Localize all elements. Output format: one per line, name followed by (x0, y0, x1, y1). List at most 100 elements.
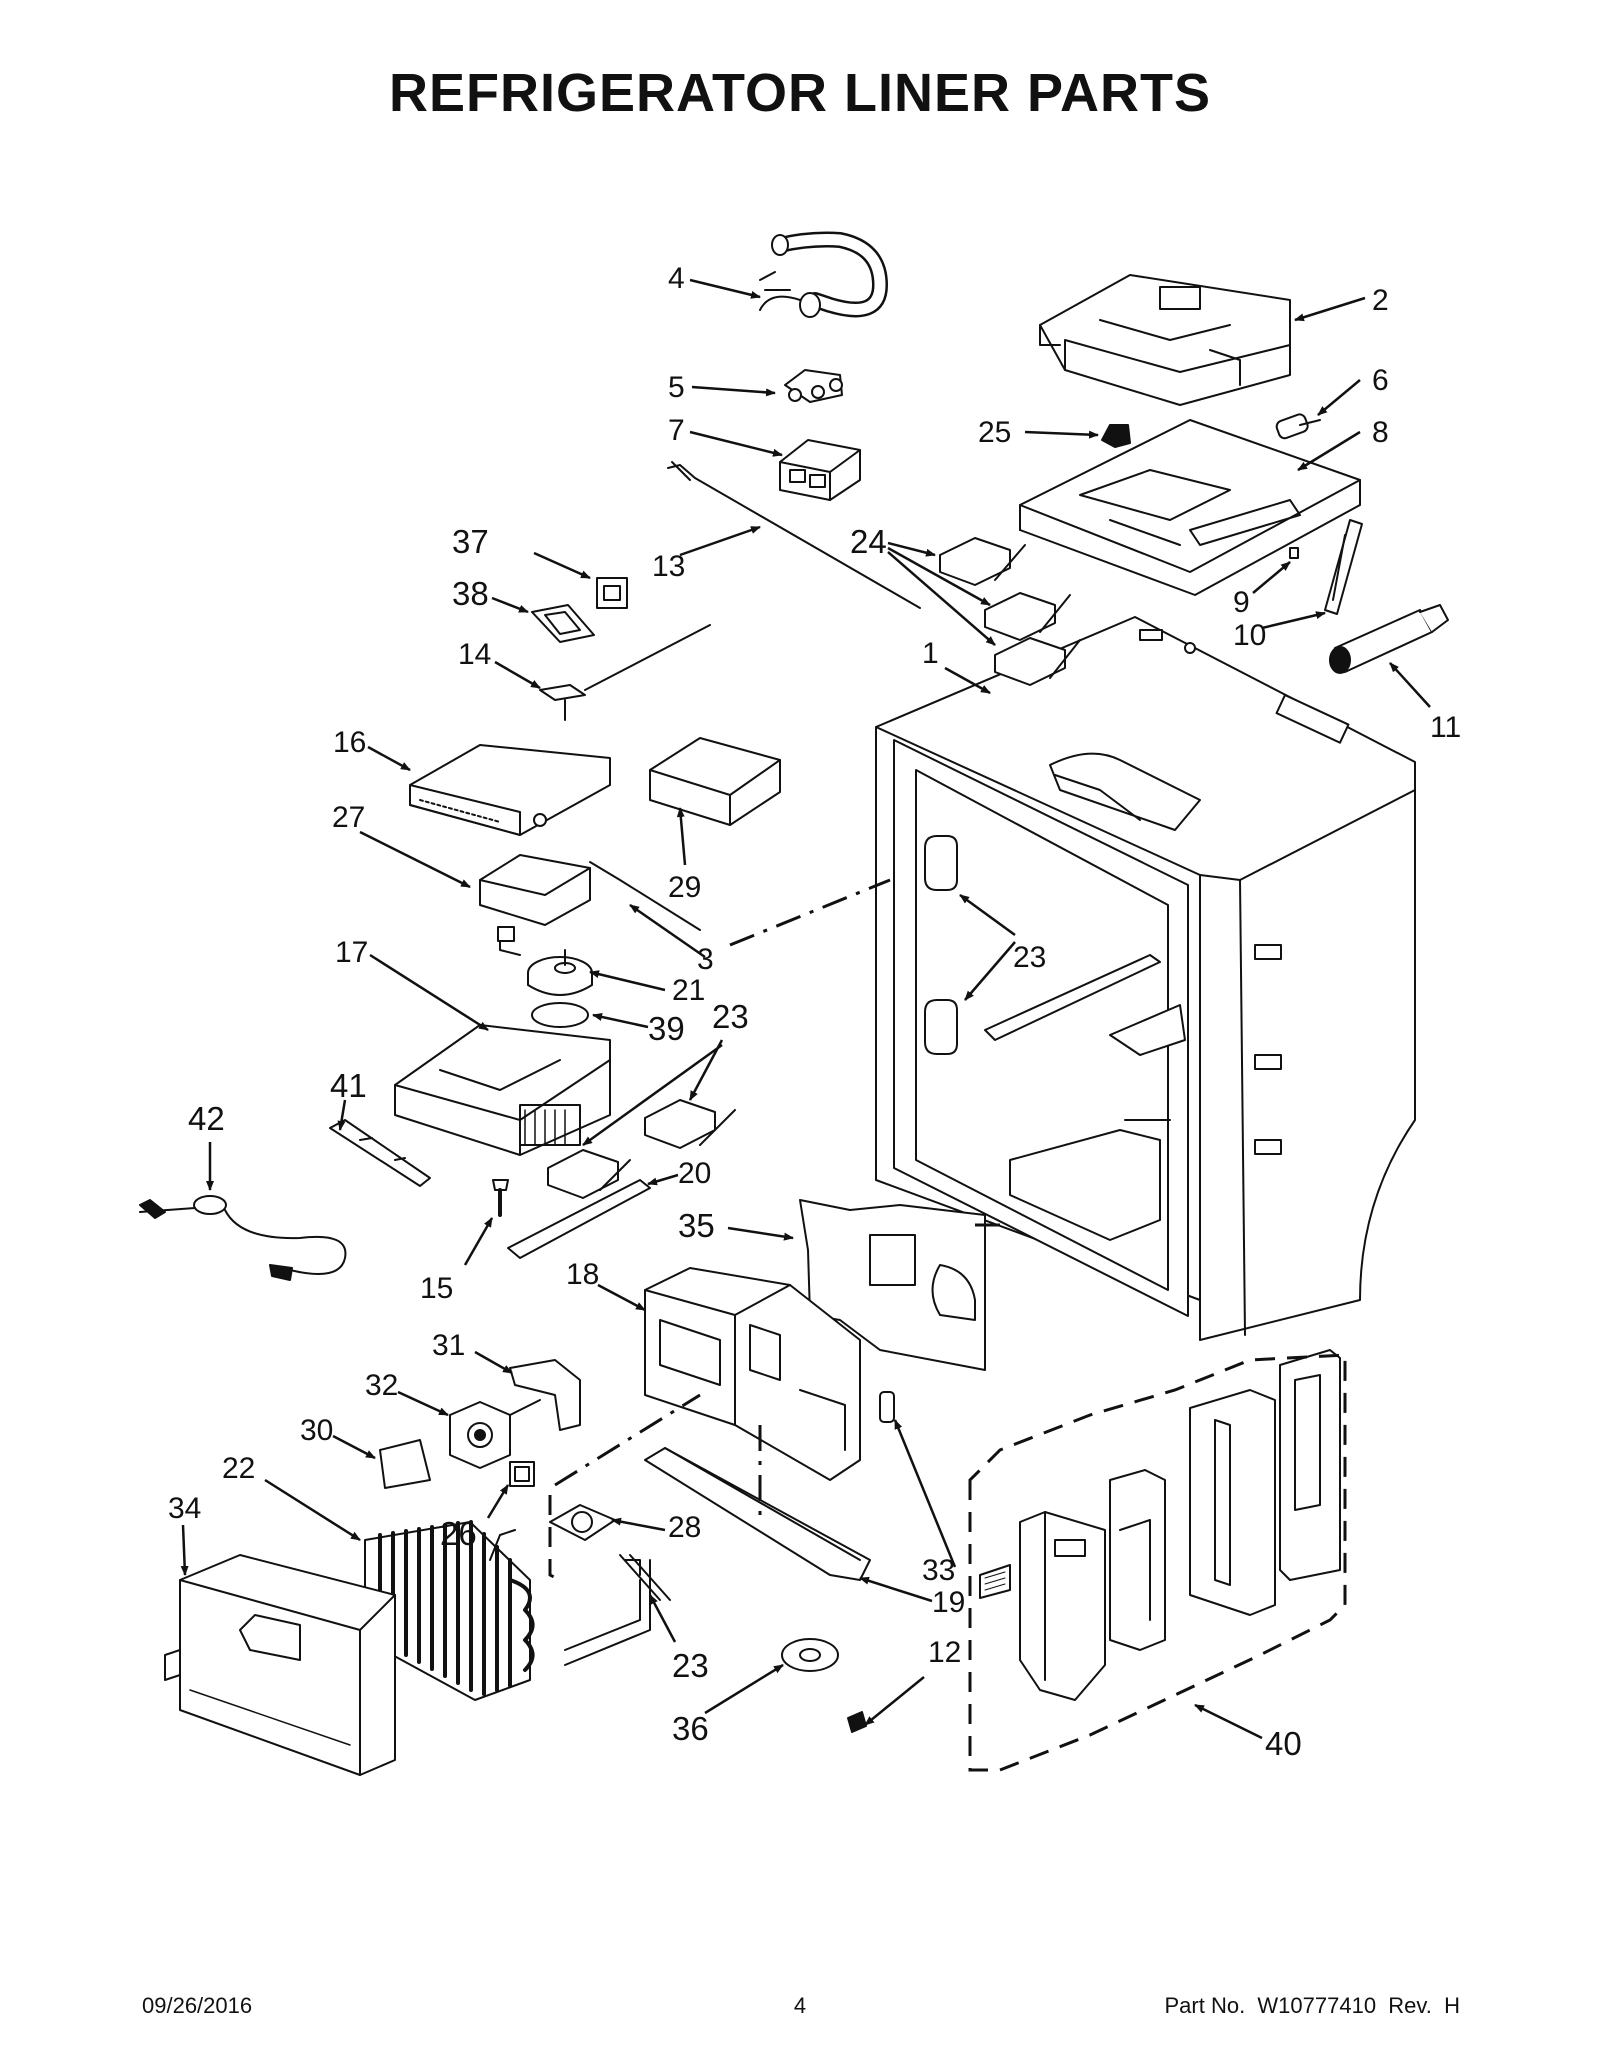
footer-date: 09/26/2016 (142, 1993, 253, 2018)
leader-11 (1389, 662, 1431, 708)
part-cover-30 (649, 737, 781, 826)
leader-19 (859, 1576, 933, 1603)
leader-25a (887, 541, 936, 557)
callout-31: 30 (300, 1414, 333, 1447)
leader-13 (679, 525, 761, 557)
callout-3: 3 (697, 943, 714, 976)
leader-30 (676, 807, 687, 866)
part-strip-10 (1324, 519, 1363, 615)
callout-20: 20 (678, 1157, 711, 1190)
part-evaporator-22 (364, 1520, 535, 1701)
callout-4: 4 (668, 262, 685, 295)
callout-21: 21 (672, 974, 705, 1007)
callout-16: 16 (333, 726, 366, 759)
leader-23c (959, 893, 1016, 937)
callout-29: 28 (668, 1511, 701, 1544)
leader-34 (893, 1419, 957, 1568)
leader-18 (597, 1283, 646, 1312)
callout-39: 38 (452, 575, 489, 612)
callout-25: 24 (850, 523, 887, 560)
part-plate-8 (1019, 419, 1361, 596)
leader-1 (944, 666, 991, 695)
part-sensor-14 (539, 624, 711, 721)
part-cover-assembly-41 (979, 1349, 1341, 1701)
part-gasket-38 (596, 577, 628, 609)
leader-32 (474, 1350, 513, 1375)
callout-23c: 23 (1013, 941, 1046, 974)
callout-42: 41 (330, 1067, 367, 1104)
part-clip-34 (879, 1391, 895, 1423)
guide-line-3 (729, 878, 891, 947)
part-fan-21 (527, 949, 593, 996)
callout-38: 37 (452, 523, 489, 560)
callout-7: 7 (668, 414, 685, 447)
leader-42 (337, 1099, 347, 1131)
callout-5: 5 (668, 371, 685, 404)
leader-24 (648, 1594, 677, 1643)
leader-14 (494, 660, 541, 690)
callout-41: 40 (1265, 1725, 1302, 1762)
part-thermistor-6 (1275, 413, 1321, 440)
part-fanblade-29 (549, 1504, 616, 1541)
part-cover-35 (164, 1554, 396, 1776)
leader-15 (463, 1217, 494, 1266)
callout-10: 10 (1233, 619, 1266, 652)
callout-24: 23 (672, 1647, 709, 1684)
leader-8 (1297, 430, 1361, 472)
part-clip-9 (1289, 547, 1299, 559)
leader-3 (629, 903, 706, 959)
callout-23a: 23 (712, 998, 749, 1035)
part-gasket-27 (509, 1461, 535, 1487)
callout-11: 11 (1430, 711, 1461, 744)
part-cover-2 (1039, 274, 1291, 406)
part-filter-11 (1329, 604, 1449, 674)
callout-8: 8 (1372, 416, 1389, 449)
leader-31 (332, 1434, 376, 1460)
leader-10 (1261, 611, 1326, 630)
footer-part-number: Part No. W10777410 Rev. H (1164, 1993, 1460, 2018)
leader-17 (369, 953, 489, 1032)
leader-33 (397, 1390, 449, 1417)
part-clip-12 (847, 1711, 867, 1733)
callout-2: 2 (1372, 284, 1389, 317)
leader-16 (367, 745, 411, 772)
leader-23d (964, 941, 1016, 1001)
part-duct-18 (644, 1267, 861, 1481)
callout-19: 19 (932, 1586, 965, 1619)
callout-28: 27 (332, 801, 365, 834)
part-gasket-40 (531, 1002, 589, 1028)
leader-28 (359, 830, 471, 889)
leader-5 (691, 385, 776, 397)
callout-37: 36 (672, 1710, 709, 1747)
callout-26: 25 (978, 416, 1011, 449)
part-heater-24 (564, 1554, 671, 1666)
callout-34: 33 (922, 1554, 955, 1587)
callout-22: 22 (222, 1452, 255, 1485)
part-cable-43 (139, 1195, 347, 1281)
callout-32: 31 (432, 1329, 465, 1362)
callout-9: 9 (1233, 586, 1250, 619)
page-title: REFRIGERATOR LINER PARTS (388, 63, 1212, 123)
leader-22 (264, 1478, 361, 1542)
leader-4 (689, 278, 761, 299)
part-harness-4 (759, 231, 888, 318)
leader-12 (864, 1676, 925, 1726)
leader-20 (647, 1173, 679, 1186)
leader-26 (1024, 430, 1099, 439)
leader-25c (887, 551, 996, 646)
part-light-23 (547, 1099, 736, 1199)
part-module-28 (479, 854, 701, 956)
leader-7 (689, 430, 783, 457)
callout-12: 12 (928, 1636, 961, 1669)
callout-13: 13 (652, 550, 685, 583)
callout-36: 35 (678, 1207, 715, 1244)
leader-36 (727, 1226, 794, 1241)
callout-15: 15 (420, 1272, 453, 1305)
part-wire-13 (667, 461, 921, 609)
part-cover-32 (509, 1359, 581, 1431)
part-pad-31 (379, 1439, 431, 1489)
part-clip-26 (1101, 424, 1131, 448)
callout-35: 34 (168, 1492, 201, 1525)
callout-43: 42 (188, 1100, 225, 1137)
